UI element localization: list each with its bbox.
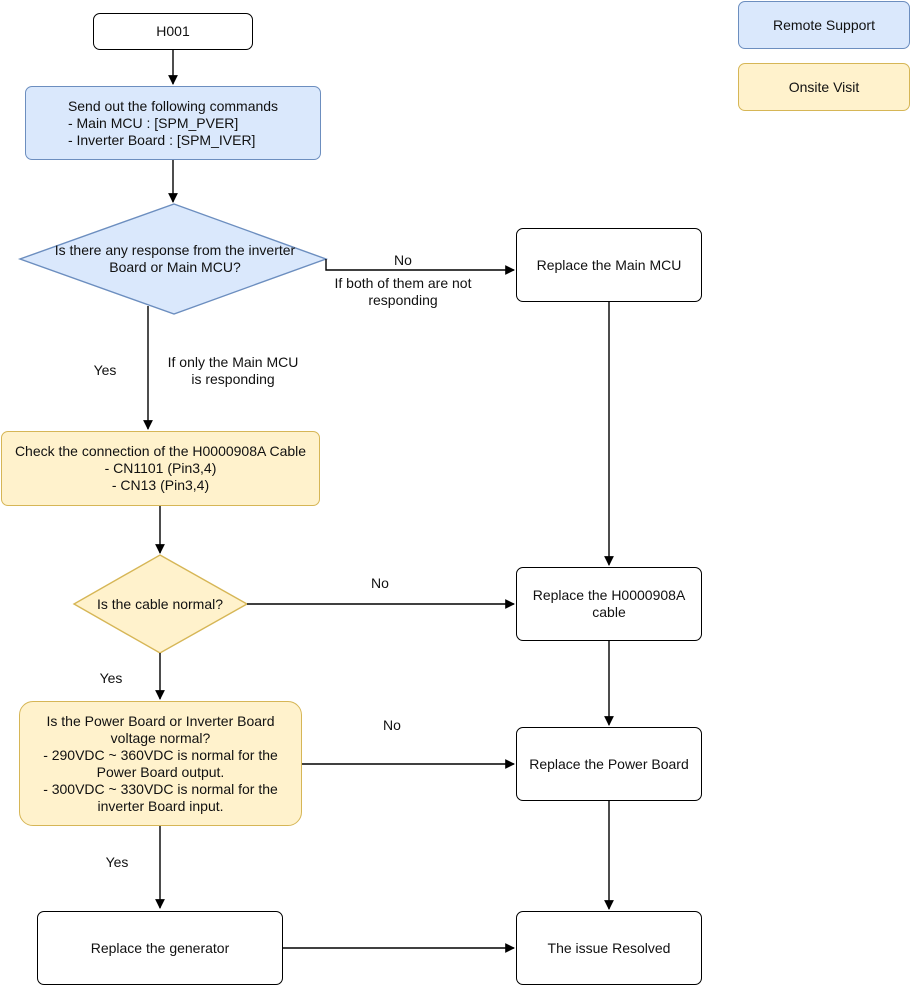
replace-cable-label: Replace the H0000908A cable: [532, 587, 686, 620]
edge-label-yes-response: Yes: [93, 362, 117, 378]
replace-generator-label: Replace the generator: [90, 939, 230, 956]
response-decision-label: Is there any response from the inverter …: [54, 242, 296, 275]
cable-decision-label: Is the cable normal?: [96, 595, 224, 612]
edge-label-cable-no: No: [371, 575, 389, 591]
edge-label-voltage-no: No: [383, 717, 401, 733]
edge-label-both-not-responding: If both of them are not responding: [334, 275, 472, 308]
send-commands-label: Send out the following commands - Main M…: [67, 97, 279, 148]
check-cable-node: Check the connection of the H0000908A Ca…: [1, 431, 320, 506]
replace-power-board-node: Replace the Power Board: [516, 727, 702, 801]
start-node: H001: [93, 13, 253, 50]
replace-main-mcu-label: Replace the Main MCU: [536, 256, 682, 273]
edge-decision-no-to-main-mcu: [325, 259, 515, 275]
check-cable-label: Check the connection of the H0000908A Ca…: [14, 443, 307, 493]
replace-cable-node: Replace the H0000908A cable: [516, 567, 702, 641]
legend-onsite-visit: Onsite Visit: [738, 63, 910, 111]
voltage-check-label: Is the Power Board or Inverter Board vol…: [43, 712, 278, 814]
response-decision-diamond: [17, 203, 329, 315]
voltage-check-node: Is the Power Board or Inverter Board vol…: [19, 701, 302, 826]
legend-remote-support-label: Remote Support: [773, 16, 875, 33]
issue-resolved-node: The issue Resolved: [516, 911, 702, 985]
edge-label-no-response: No: [394, 252, 412, 268]
edge-label-only-main-mcu: If only the Main MCU is responding: [167, 354, 299, 387]
edge-label-cable-yes: Yes: [99, 670, 123, 686]
legend-remote-support: Remote Support: [738, 1, 910, 49]
replace-power-board-label: Replace the Power Board: [529, 755, 689, 772]
send-commands-node: Send out the following commands - Main M…: [25, 86, 321, 160]
start-node-label: H001: [156, 23, 190, 39]
replace-generator-node: Replace the generator: [37, 911, 283, 985]
edge-label-voltage-yes: Yes: [105, 854, 129, 870]
replace-main-mcu-node: Replace the Main MCU: [516, 228, 702, 302]
issue-resolved-label: The issue Resolved: [547, 939, 671, 956]
legend-onsite-visit-label: Onsite Visit: [788, 78, 860, 95]
